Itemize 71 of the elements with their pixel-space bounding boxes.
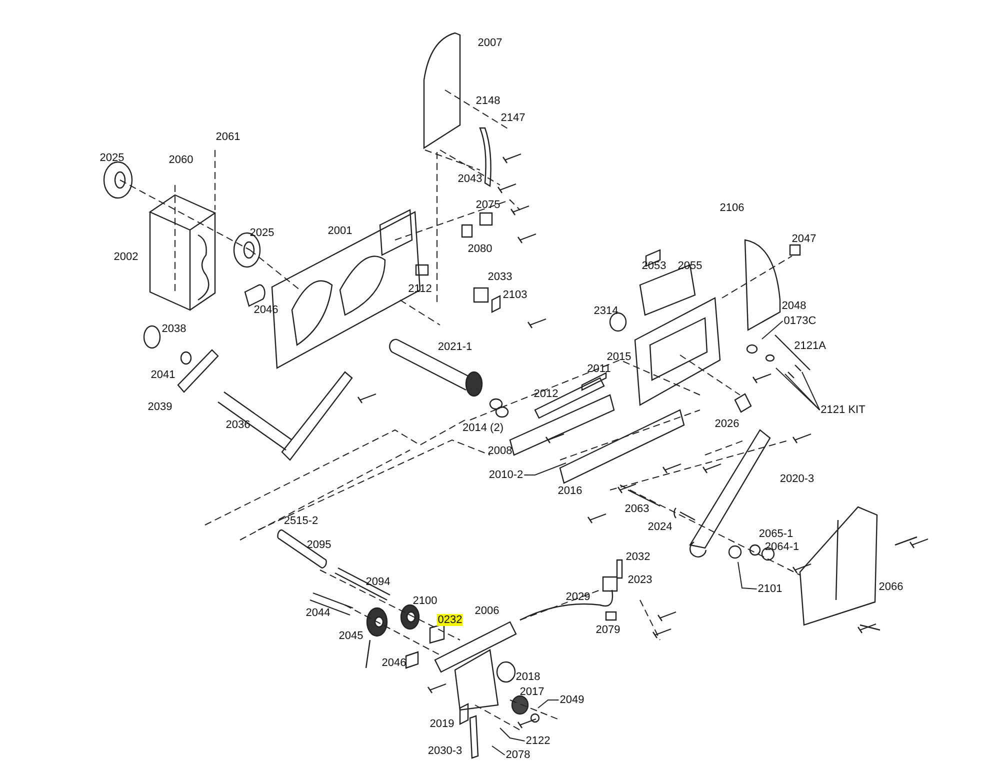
- callout-number: 2032: [626, 551, 650, 563]
- callout-number: 2001: [328, 225, 352, 237]
- leader-line: [738, 562, 758, 590]
- callout-number: 2006: [474, 605, 500, 617]
- callout-number: 2515-2: [284, 515, 318, 527]
- callout-number: 2025: [100, 152, 124, 164]
- leader-line: [802, 372, 820, 410]
- callout-number: 2055: [678, 260, 702, 272]
- callout-number: 2043: [458, 173, 482, 185]
- callout-number: 2045: [338, 630, 364, 642]
- leader-line: [500, 728, 526, 742]
- callout-number: 2039: [148, 401, 172, 413]
- callout-number: 2094: [366, 576, 390, 588]
- callout-number: 2033: [488, 271, 512, 283]
- callout-number: 2024: [648, 521, 672, 533]
- callout-number: 2060: [168, 154, 194, 166]
- callout-number: 2030-3: [428, 745, 462, 757]
- callout-number: 2036: [226, 419, 250, 431]
- callout-number: 2002: [114, 251, 138, 263]
- callout-number: 2048: [782, 300, 806, 312]
- leader-line: [524, 462, 566, 476]
- callout-number: 2063: [624, 503, 650, 515]
- callout-number: 2015: [606, 351, 632, 363]
- callout-number: 2106: [720, 202, 744, 214]
- callout-number: 2100: [412, 595, 438, 607]
- callout-number: 2103: [502, 289, 528, 301]
- callout-number: 2029: [566, 591, 590, 603]
- callout-number: 2075: [476, 199, 500, 211]
- callout-number: 2011: [587, 363, 611, 375]
- callout-number: 2019: [430, 718, 454, 730]
- callout-number: 2064-1: [764, 541, 800, 553]
- callout-number: 2025: [250, 227, 274, 239]
- callout-number: 2049: [560, 694, 584, 706]
- callout-number: 2065-1: [758, 528, 794, 540]
- callout-number: 2021-1: [438, 341, 472, 353]
- callout-number: 2023: [628, 574, 652, 586]
- callout-number: 2041: [150, 369, 176, 381]
- callout-number: 2148: [476, 95, 500, 107]
- callout-number: 2010-2: [488, 469, 524, 481]
- callout-number: 2078: [506, 749, 530, 761]
- callout-number: 2017: [520, 686, 544, 698]
- callout-number: 2018: [516, 671, 540, 683]
- leader-line: [492, 746, 506, 756]
- callout-number: 2012: [534, 388, 558, 400]
- callout-number: 2147: [500, 112, 526, 124]
- callout-number: 2066: [878, 581, 904, 593]
- callout-number: 2008: [488, 445, 512, 457]
- callout-number: 2016: [558, 485, 582, 497]
- callout-number: 2026: [714, 418, 740, 430]
- callout-number: 2122: [526, 735, 550, 747]
- leader-line: [538, 700, 560, 708]
- callout-number: 0232: [436, 614, 464, 626]
- callout-number: 2095: [306, 539, 332, 551]
- leader-line: [784, 374, 820, 410]
- callout-number: 2014 (2): [462, 422, 504, 434]
- callout-number: 2044: [306, 607, 330, 619]
- leader-line: [776, 368, 820, 410]
- callout-number: 2079: [596, 624, 620, 636]
- callout-number: 0173C: [784, 315, 816, 327]
- callout-number: 2038: [162, 323, 186, 335]
- callout-number: 2101: [758, 583, 782, 595]
- leader-line: [762, 320, 784, 340]
- callout-number: 2007: [478, 37, 502, 49]
- callout-number: 2047: [792, 233, 816, 245]
- callout-number: 2020-3: [780, 473, 814, 485]
- callout-number: 2121 KIT: [820, 404, 866, 416]
- callout-number: 2053: [642, 260, 666, 272]
- callout-number: 2080: [468, 243, 492, 255]
- callout-number: 2121A: [794, 340, 826, 352]
- callout-number: 2061: [216, 131, 240, 143]
- callout-number: 2314: [594, 305, 618, 317]
